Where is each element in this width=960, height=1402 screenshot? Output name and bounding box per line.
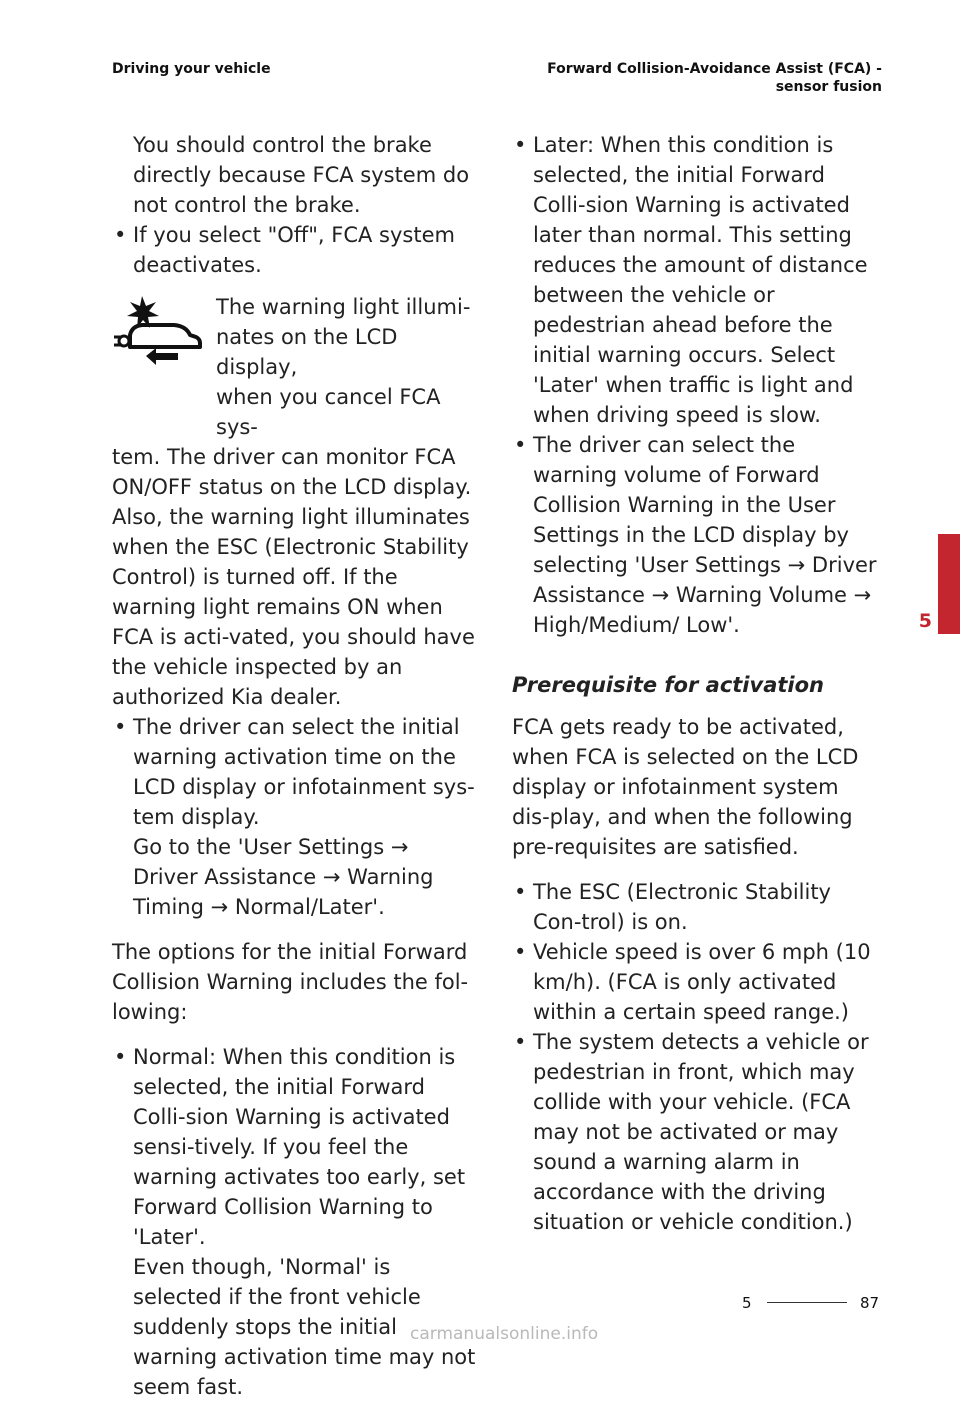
warning-text-line-2: nates on the LCD display, bbox=[216, 325, 398, 379]
left-column: You should control the brake directly be… bbox=[112, 130, 478, 1402]
watermark: carmanualsonline.info bbox=[410, 1324, 599, 1344]
bullet-normal-text: Normal: When this condition is selected,… bbox=[133, 1045, 466, 1249]
bullet-esc-text: The ESC (Electronic Stability Con-trol) … bbox=[533, 880, 831, 934]
bullet-detect: • The system detects a vehicle or pedest… bbox=[512, 1027, 878, 1237]
bullet-dot: • bbox=[514, 1030, 527, 1054]
footer-chapter: 5 bbox=[742, 1294, 752, 1312]
chapter-tab bbox=[938, 534, 960, 634]
bullet-timing-sub: Go to the 'User Settings → Driver Assist… bbox=[133, 835, 434, 919]
bullet-dot: • bbox=[514, 433, 527, 457]
warning-light-block: The warning light illumi- nates on the L… bbox=[112, 292, 478, 712]
bullet-dot: • bbox=[114, 223, 127, 247]
warning-text-line-1: The warning light illumi- bbox=[216, 295, 471, 319]
bullet-off: • If you select "Off", FCA system deacti… bbox=[112, 220, 478, 280]
bullet-later: • Later: When this condition is selected… bbox=[512, 130, 878, 430]
bullet-dot: • bbox=[514, 133, 527, 157]
fca-warning-light-icon bbox=[114, 296, 202, 365]
prereq-intro: FCA gets ready to be activated, when FCA… bbox=[512, 715, 859, 859]
bullet-off-text: If you select "Off", FCA system deactiva… bbox=[133, 223, 455, 277]
chapter-tab-number: 5 bbox=[918, 610, 932, 632]
bullet-dot: • bbox=[114, 1045, 127, 1069]
footer-page-number: 87 bbox=[860, 1294, 880, 1312]
bullet-dot: • bbox=[114, 715, 127, 739]
bullet-detect-text: The system detects a vehicle or pedestri… bbox=[533, 1030, 869, 1234]
running-header-left: Driving your vehicle bbox=[112, 61, 271, 77]
footer-divider bbox=[767, 1302, 847, 1303]
bullet-esc: • The ESC (Electronic Stability Con-trol… bbox=[512, 877, 878, 937]
bullet-speed: • Vehicle speed is over 6 mph (10 km/h).… bbox=[512, 937, 878, 1027]
right-column: • Later: When this condition is selected… bbox=[512, 130, 878, 1237]
bullet-normal: • Normal: When this condition is selecte… bbox=[112, 1042, 478, 1402]
options-intro: The options for the initial Forward Coll… bbox=[112, 940, 469, 1024]
bullet-timing-text: The driver can select the initial warnin… bbox=[133, 715, 475, 829]
running-header-right-line1: Forward Collision-Avoidance Assist (FCA)… bbox=[547, 61, 882, 77]
bullet-volume-text: The driver can select the warning volume… bbox=[533, 433, 877, 637]
bullet-dot: • bbox=[514, 940, 527, 964]
bullet-speed-text: Vehicle speed is over 6 mph (10 km/h). (… bbox=[533, 940, 871, 1024]
bullet-later-text: Later: When this condition is selected, … bbox=[533, 133, 868, 427]
running-header-right: Forward Collision-Avoidance Assist (FCA)… bbox=[522, 60, 882, 96]
warning-text-line-3: when you cancel FCA sys- bbox=[216, 385, 441, 439]
warning-text-rest: tem. The driver can monitor FCA ON/OFF s… bbox=[112, 445, 475, 709]
continued-text: You should control the brake directly be… bbox=[133, 133, 470, 217]
running-header-right-line2: sensor fusion bbox=[775, 79, 882, 95]
bullet-timing: • The driver can select the initial warn… bbox=[112, 712, 478, 922]
section-heading: Prerequisite for activation bbox=[512, 673, 824, 697]
bullet-dot: • bbox=[514, 880, 527, 904]
bullet-volume: • The driver can select the warning volu… bbox=[512, 430, 878, 640]
